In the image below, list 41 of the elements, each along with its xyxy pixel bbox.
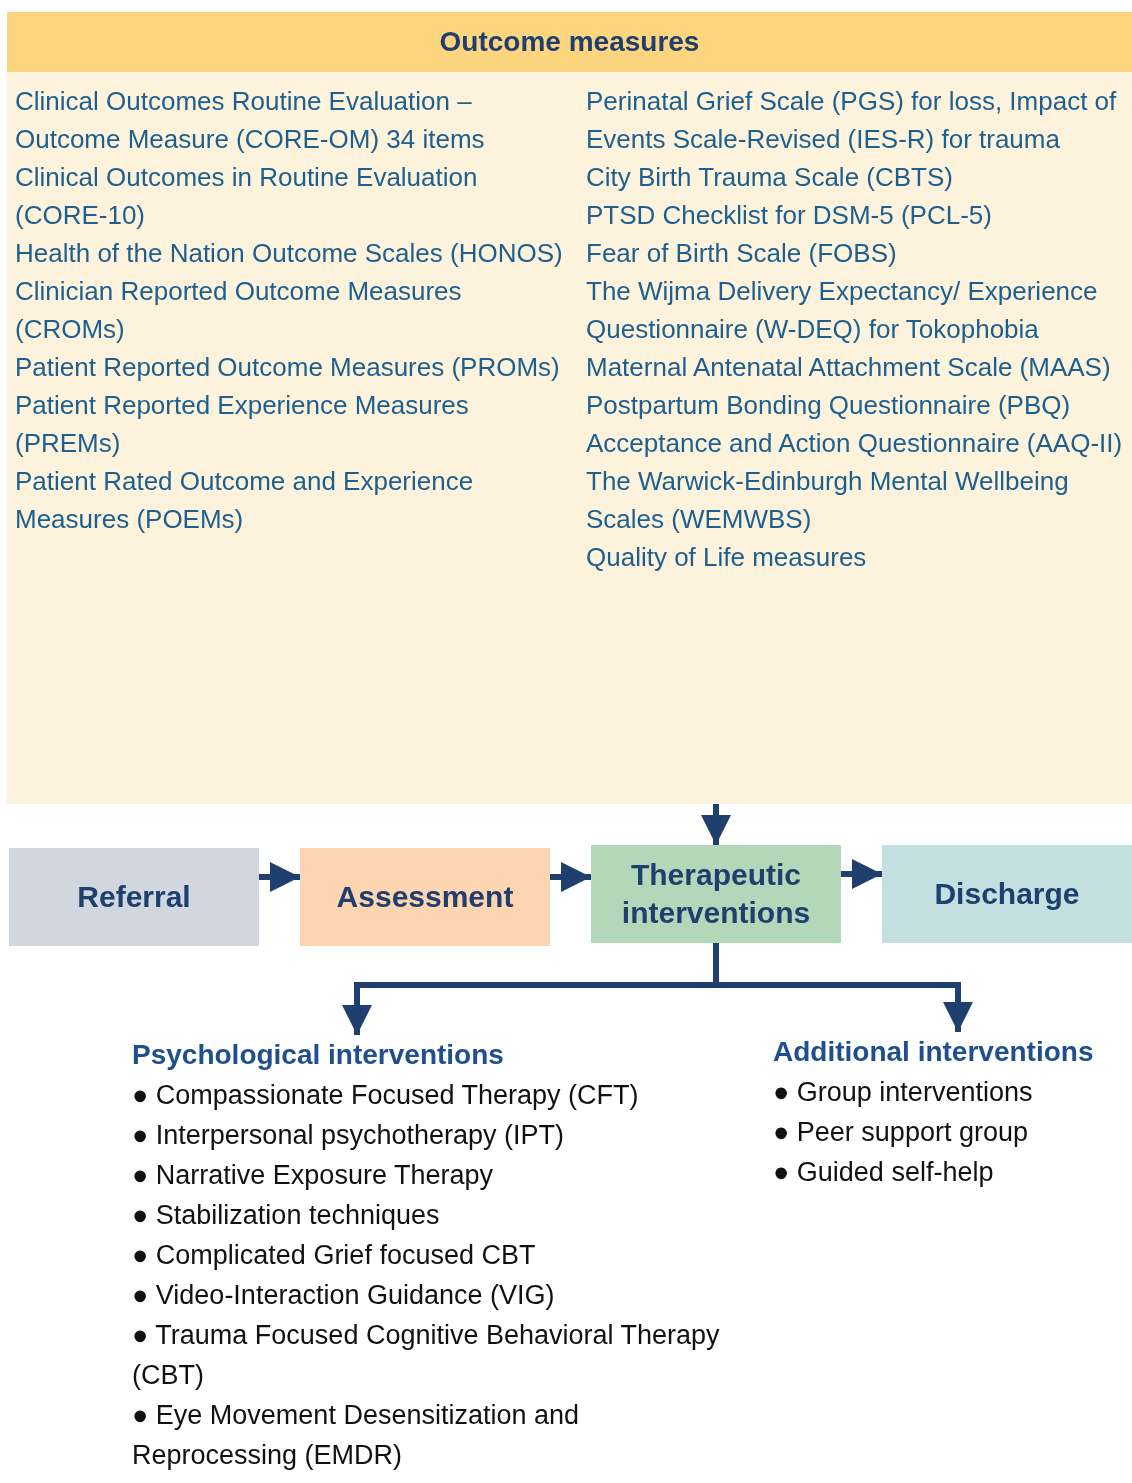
list-item: Quality of Life measures <box>586 541 868 574</box>
panel-background <box>7 12 1132 804</box>
list-item: Postpartum Bonding Questionnaire (PBQ) <box>586 389 1072 422</box>
list-item: ● Stabilization techniques <box>132 1199 441 1232</box>
list-item: Patient Reported Experience Measures (PREMs) <box>15 389 470 460</box>
arrow <box>701 804 731 845</box>
process-box: Referral <box>9 848 259 946</box>
arrow <box>259 862 300 892</box>
list-item: The Wijma Delivery Expectancy/ Experience Questionnaire (W-DEQ) for Tokophobia <box>586 275 1099 346</box>
arrow <box>713 943 973 1032</box>
list-item: Patient Reported Outcome Measures (PROMs) <box>15 351 561 384</box>
process-box: Discharge <box>882 845 1132 943</box>
list-item: ● Peer support group <box>773 1116 1029 1149</box>
list-item: Health of the Nation Outcome Scales (HONOS) <box>15 237 564 270</box>
arrow <box>841 859 882 889</box>
list-item: Maternal Antenatal Attachment Scale (MAAS) <box>586 351 1112 384</box>
list-item: ● Interpersonal psychotherapy (IPT) <box>132 1119 565 1152</box>
process-box: Therapeutic interventions <box>591 845 841 943</box>
list-item: Patient Rated Outcome and Experience Measures (POEMs) <box>15 465 475 536</box>
list-item: ● Eye Movement Desensitization and Reprocessing (EMDR) <box>132 1399 581 1472</box>
list-item: Acceptance and Action Questionnaire (AAQ-II) <box>586 427 1124 460</box>
process-box: Assessment <box>300 848 550 946</box>
panel-heading: Outcome measures <box>7 12 1132 72</box>
list-item: ● Complicated Grief focused CBT <box>132 1239 537 1272</box>
arrow <box>550 862 591 892</box>
section-heading: Additional interventions <box>773 1035 1095 1069</box>
section-heading: Psychological interventions <box>132 1038 505 1072</box>
list-item: ● Group interventions <box>773 1076 1034 1109</box>
list-item: ● Narrative Exposure Therapy <box>132 1159 494 1192</box>
list-item: City Birth Trauma Scale (CBTS) <box>586 161 954 194</box>
list-item: Clinical Outcomes in Routine Evaluation (CORE-10) <box>15 161 479 232</box>
list-item: Perinatal Grief Scale (PGS) for loss, Impact of Events Scale-Revised (IES-R) for trauma <box>586 85 1118 156</box>
list-item: Clinical Outcomes Routine Evaluation – Outcome Measure (CORE-OM) 34 items <box>15 85 486 156</box>
list-item: Fear of Birth Scale (FOBS) <box>586 237 898 270</box>
list-item: Clinician Reported Outcome Measures (CROMs) <box>15 275 463 346</box>
list-item: ● Trauma Focused Cognitive Behavioral Therapy (CBT) <box>132 1319 721 1392</box>
list-item: ● Compassionate Focused Therapy (CFT) <box>132 1079 640 1112</box>
list-item: The Warwick-Edinburgh Mental Wellbeing Scales (WEMWBS) <box>586 465 1070 536</box>
list-item: ● Guided self-help <box>773 1156 995 1189</box>
list-item: PTSD Checklist for DSM-5 (PCL-5) <box>586 199 993 232</box>
list-item: ● Video-Interaction Guidance (VIG) <box>132 1279 556 1312</box>
